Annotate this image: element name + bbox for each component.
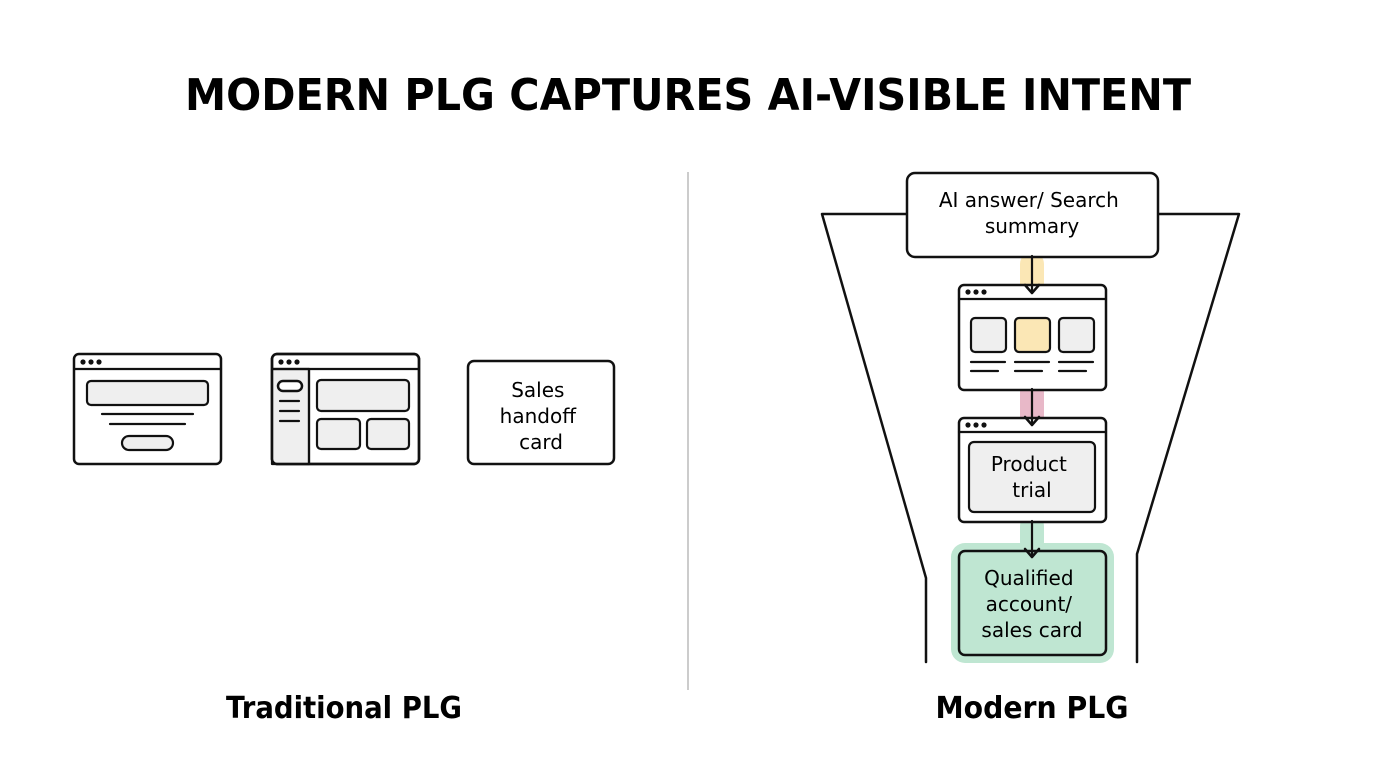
ai-box-line-1: AI answer/ Search [939, 188, 1119, 212]
page-title: MODERN PLG CAPTURES AI-VISIBLE INTENT [185, 70, 1191, 121]
traditional-plg-label: Traditional PLG [226, 691, 462, 726]
sales-card-line-3: card [519, 430, 563, 454]
down-arrow-icon [1023, 519, 1041, 559]
sales-handoff-card: Sales handoff card [466, 359, 616, 466]
sales-card-line-2: handoff [500, 404, 578, 428]
qualified-account-card: Qualified account/ sales card [957, 549, 1108, 657]
qualified-box-line-2: account/ [986, 592, 1073, 616]
landing-page-window-icon [72, 352, 223, 466]
svg-text:Product trial: Product trial [991, 452, 1073, 502]
ai-answer-box: AI answer/ Search summary [905, 171, 1160, 259]
modern-plg-panel: AI answer/ Search summary [820, 171, 1241, 726]
svg-text:Sales handoff: Sales handoff card [500, 378, 583, 454]
trial-box-line-2: trial [1012, 478, 1051, 502]
comparison-page-window-icon [957, 283, 1108, 392]
funnel-outline [820, 212, 1241, 664]
ai-box-line-2: summary [985, 214, 1080, 238]
qualified-box-line-3: sales card [981, 618, 1082, 642]
highlighted-option-card [1013, 316, 1052, 354]
svg-text:AI answer/ Search summ: AI answer/ Search summary [939, 188, 1125, 238]
down-arrow-icon [1023, 254, 1041, 295]
modern-plg-label: Modern PLG [936, 691, 1129, 726]
qualified-box-line-1: Qualified [984, 566, 1073, 590]
sales-card-line-1: Sales [511, 378, 564, 402]
trial-box-line-1: Product [991, 452, 1067, 476]
down-arrow-icon [1023, 387, 1041, 427]
app-dashboard-window-icon [270, 352, 421, 466]
product-trial-window: Product trial [957, 416, 1108, 524]
traditional-plg-panel: Sales handoff card Traditional PLG [72, 352, 616, 726]
svg-text:Qualified account/: Qualified account/ sales card [981, 566, 1082, 642]
